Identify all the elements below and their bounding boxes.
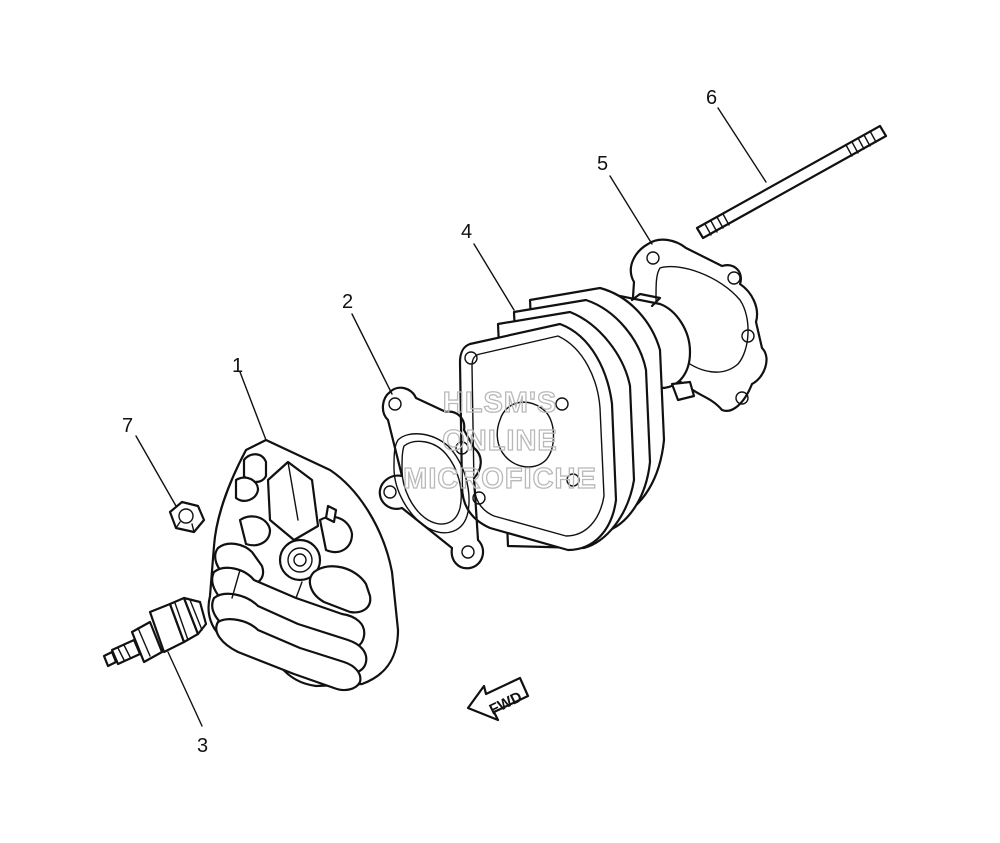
fwd-direction-marker: FWD <box>466 676 530 722</box>
leader-line-2 <box>351 313 393 395</box>
callout-2: 2 <box>342 291 353 313</box>
cylinder-head-part-1 <box>207 438 400 692</box>
leader-line-6 <box>717 107 767 183</box>
leader-line-5 <box>609 175 653 245</box>
leader-line-4 <box>473 243 515 311</box>
nut-part-7 <box>168 500 206 534</box>
callout-6: 6 <box>706 87 717 109</box>
callout-3: 3 <box>197 735 208 757</box>
spark-plug-part-3 <box>102 596 208 668</box>
leader-line-7 <box>135 435 177 507</box>
leader-lines <box>135 107 767 727</box>
callout-4: 4 <box>461 221 472 243</box>
watermark-line-3: MICROFICHE <box>403 463 597 495</box>
leader-line-3 <box>167 651 203 727</box>
watermark: HLSM'S ONLINE MICROFICHE <box>403 386 597 495</box>
callout-1: 1 <box>232 355 243 377</box>
cylinder-part-4 <box>458 286 696 552</box>
stud-bolt-part-6 <box>695 124 888 240</box>
callout-7: 7 <box>122 415 133 437</box>
callout-5: 5 <box>597 153 608 175</box>
leader-line-1 <box>239 371 267 441</box>
watermark-line-1: HLSM'S <box>443 387 557 419</box>
head-gasket-part-2 <box>378 386 485 570</box>
watermark-line-2: ONLINE <box>442 425 558 457</box>
